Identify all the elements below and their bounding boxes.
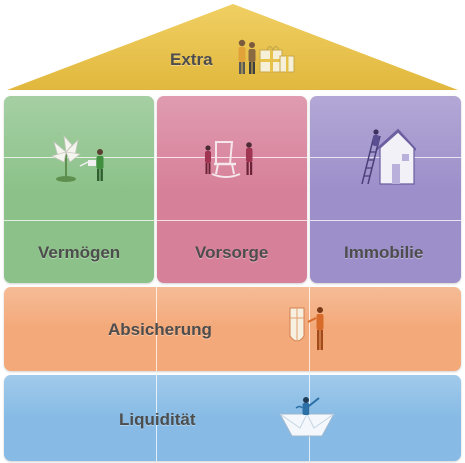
- band-absicherung-label: Absicherung: [108, 320, 212, 339]
- band-absicherung[interactable]: [4, 287, 461, 371]
- person-on-ladder-house-icon: [361, 128, 416, 185]
- person-holding-shield-icon: [289, 307, 324, 350]
- roof-label: Extra: [170, 50, 213, 69]
- elderly-couple-rocking-chair-icon: [205, 141, 253, 178]
- person-in-paper-boat-icon: [279, 397, 335, 437]
- column-vorsorge-label: Vorsorge: [195, 243, 269, 262]
- band-liquiditaet[interactable]: [4, 375, 461, 461]
- column-immobilie-label: Immobilie: [344, 243, 424, 262]
- couple-with-gift-icon: [238, 39, 295, 74]
- person-watering-money-plant-icon: [50, 134, 104, 182]
- roof-shape: [7, 4, 458, 90]
- roof-extra[interactable]: [0, 0, 465, 95]
- band-liquiditaet-label: Liquidität: [119, 410, 196, 429]
- column-vermoegen-label: Vermögen: [38, 243, 121, 262]
- column-vermoegen[interactable]: [4, 96, 154, 283]
